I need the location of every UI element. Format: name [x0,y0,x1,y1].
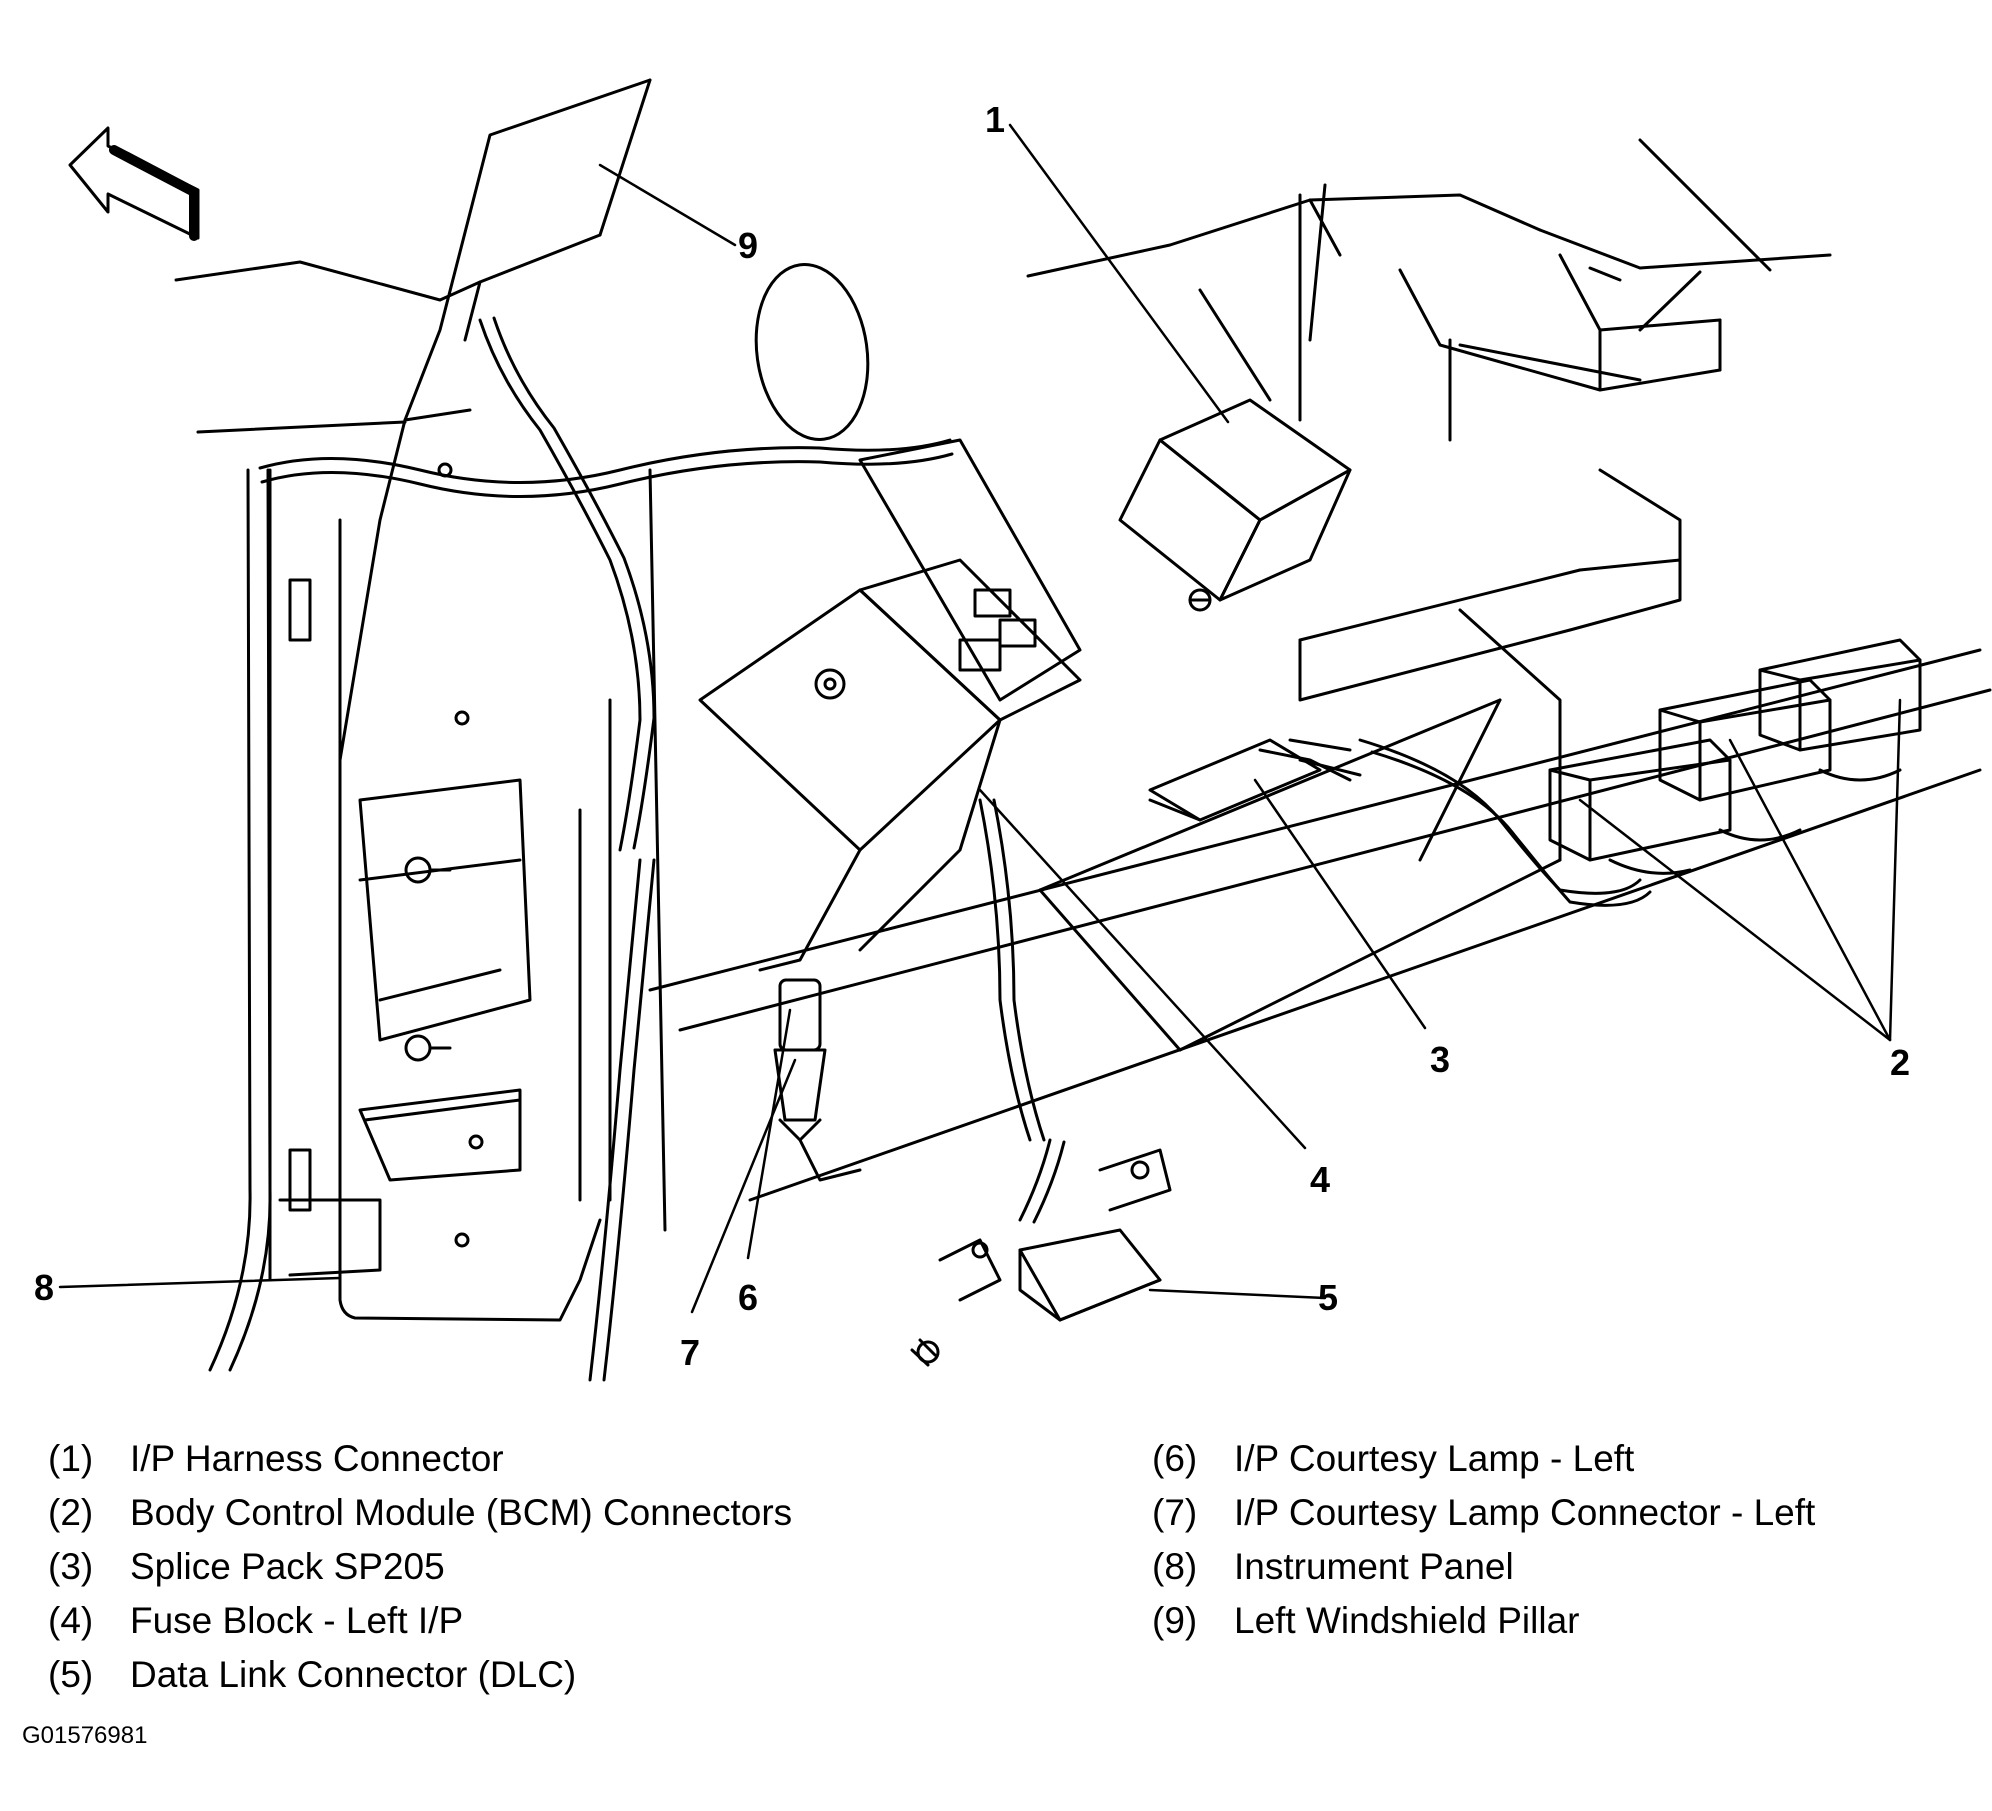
legend-label: I/P Harness Connector [130,1438,504,1479]
callout-5: 5 [1318,1277,1338,1318]
callout-9: 9 [738,225,758,266]
wiring-harness-top [208,316,954,1382]
legend-item-7: (7) I/P Courtesy Lamp Connector - Left [1152,1486,1815,1540]
legend-item-5: (5) Data Link Connector (DLC) [48,1648,792,1702]
data-link-connector [910,1138,1172,1367]
instrument-panel [268,462,667,1322]
legend-number: (2) [48,1492,94,1533]
legend-label: Body Control Module (BCM) Connectors [130,1492,793,1533]
instrument-panel-diagram: 1 2 3 4 5 6 7 8 9 [34,78,1992,1382]
legend-label: Instrument Panel [1234,1546,1514,1587]
callout-1: 1 [985,99,1005,140]
legend-label: I/P Courtesy Lamp Connector - Left [1234,1492,1816,1533]
left-windshield-pillar [174,78,652,762]
callout-7: 7 [680,1332,700,1373]
fuse-block-left-ip [698,438,1082,972]
ip-harness-connector [1118,398,1352,612]
callout-6: 6 [738,1277,758,1318]
legend-number: (8) [1152,1546,1198,1587]
legend-item-1: (1) I/P Harness Connector [48,1432,792,1486]
legend-label: Fuse Block - Left I/P [130,1600,464,1641]
legend-number: (7) [1152,1492,1198,1533]
legend-number: (9) [1152,1600,1198,1641]
ip-courtesy-lamp-left [773,978,862,1182]
legend-label: Data Link Connector (DLC) [130,1654,577,1695]
callout-leaders [58,123,1902,1314]
legend-label: I/P Courtesy Lamp - Left [1234,1438,1635,1479]
dash-upper-structure [1026,138,1832,442]
legend-number: (1) [48,1438,94,1479]
bcm-connectors [1548,638,1922,875]
rear-view-mirror [754,263,870,441]
figure-id: G01576981 [22,1722,148,1749]
callout-8: 8 [34,1267,54,1308]
legend-number: (5) [48,1654,94,1695]
wiring-harness-right [978,738,1652,1142]
dash-lower-structure [648,468,1992,1202]
legend-item-6: (6) I/P Courtesy Lamp - Left [1152,1432,1815,1486]
legend-label: Left Windshield Pillar [1234,1600,1580,1641]
legend-right-column: (6) I/P Courtesy Lamp - Left (7) I/P Court… [1152,1432,1815,1648]
legend-item-2: (2) Body Control Module (BCM) Connectors [48,1486,792,1540]
callout-3: 3 [1430,1039,1450,1080]
legend-item-9: (9) Left Windshield Pillar [1152,1594,1815,1648]
legend-number: (6) [1152,1438,1198,1479]
splice-pack-sp205 [1148,738,1362,822]
callout-2: 2 [1890,1042,1910,1083]
legend-number: (3) [48,1546,94,1587]
legend-number: (4) [48,1600,94,1641]
legend-item-4: (4) Fuse Block - Left I/P [48,1594,792,1648]
front-direction-arrow-icon [68,126,200,241]
callout-4: 4 [1310,1159,1330,1200]
legend-left-column: (1) I/P Harness Connector (2) Body Control… [48,1432,792,1702]
legend-item-8: (8) Instrument Panel [1152,1540,1815,1594]
legend-label: Splice Pack SP205 [130,1546,445,1587]
legend-item-3: (3) Splice Pack SP205 [48,1540,792,1594]
